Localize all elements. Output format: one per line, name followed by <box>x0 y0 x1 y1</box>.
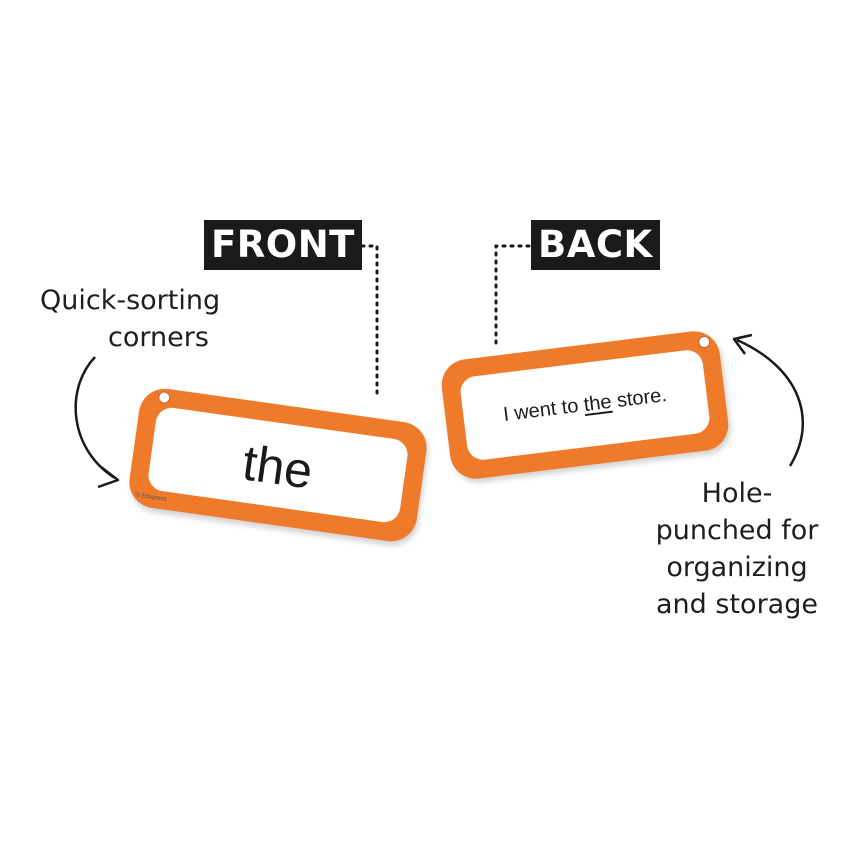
caption-line: and storage <box>656 589 818 620</box>
sentence-end: store. <box>610 383 668 413</box>
caption-line: corners <box>108 322 209 353</box>
front-label-tag: FRONT <box>204 220 362 270</box>
back-leader-line <box>494 244 531 348</box>
punch-hole-icon <box>697 335 711 349</box>
caption-line: punched for <box>655 515 819 546</box>
right-curved-arrow <box>732 333 805 467</box>
hole-punched-caption: Hole- punched for organizing and storage <box>652 475 822 623</box>
back-label-tag: BACK <box>531 220 660 270</box>
caption-line: organizing <box>666 552 808 583</box>
caption-line: Hole- <box>701 478 773 509</box>
left-curved-arrow <box>74 356 120 489</box>
card-face: the <box>146 405 410 525</box>
card-face: I went to the store. <box>458 348 712 462</box>
highlighted-word: the <box>582 390 613 416</box>
punch-hole-icon <box>157 390 172 405</box>
example-sentence: I went to the store. <box>502 384 668 427</box>
caption-line: Quick-sorting <box>40 285 221 316</box>
quick-sorting-caption: Quick-sorting corners <box>40 282 260 356</box>
sight-word: the <box>239 434 317 500</box>
brand-mark: © Edupress <box>134 492 167 503</box>
sentence-start: I went to <box>501 393 586 426</box>
